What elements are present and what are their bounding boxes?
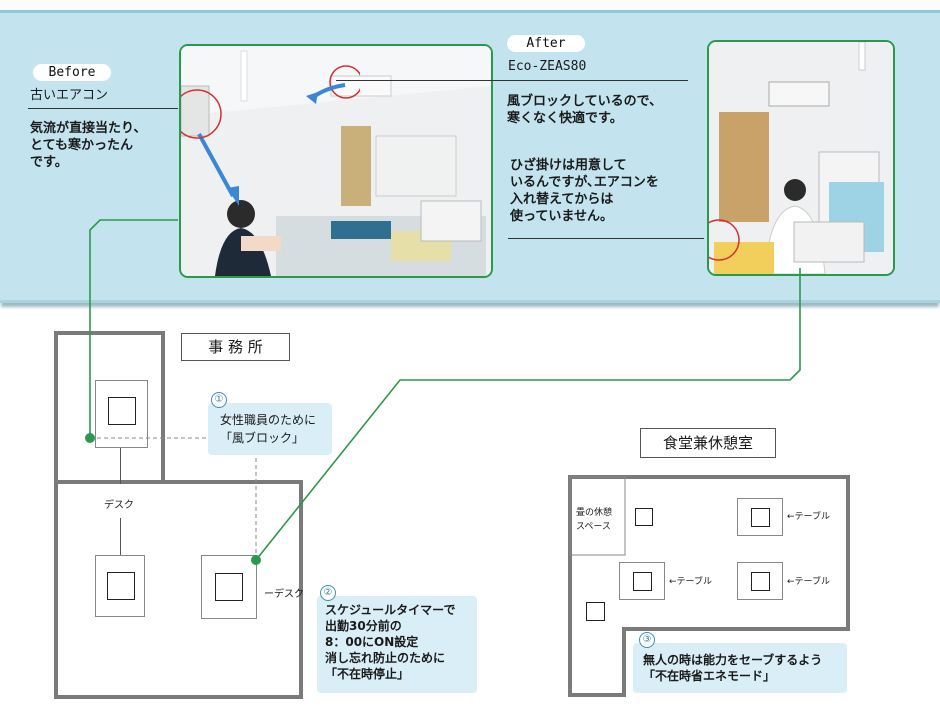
before-label: Before bbox=[33, 64, 111, 81]
after-description-1: 風ブロックしているので、 寒くなく快適です。 bbox=[507, 94, 663, 126]
before-photo-illustration bbox=[181, 46, 491, 276]
cafeteria-title: 食堂兼休憩室 bbox=[640, 428, 776, 458]
cafeteria-ac-unit-2 bbox=[751, 508, 770, 527]
after-divider bbox=[336, 80, 688, 81]
before-description: 気流が直接当たり、 とても寒かったん です。 bbox=[30, 121, 147, 170]
after-photo-illustration bbox=[709, 42, 893, 274]
office-desk-label: デスク bbox=[104, 500, 134, 511]
cafeteria-ac-unit-5 bbox=[586, 602, 605, 621]
note-1-text: 女性職員のために 「風ブロック」 bbox=[220, 413, 317, 445]
office-desk-2 bbox=[95, 555, 145, 617]
table-label-2: ←テーブル bbox=[669, 577, 713, 587]
table-label-1: ←テーブル bbox=[787, 512, 831, 522]
air-conditioner-unit-1 bbox=[108, 397, 136, 425]
cafeteria-table-1 bbox=[737, 498, 783, 536]
after-divider-2 bbox=[508, 238, 704, 239]
note-3: 無人の時は能力をセーブするよう 「不在時省エネモード」 bbox=[633, 643, 847, 693]
note-1: 女性職員のために 「風ブロック」 bbox=[208, 403, 332, 455]
airflow-arrow-icon bbox=[329, 65, 360, 99]
note-2-number: ② bbox=[320, 585, 336, 601]
table-label-3: ←テーブル bbox=[787, 577, 831, 587]
cafeteria-table-3 bbox=[737, 562, 783, 600]
cafeteria-ac-unit-4 bbox=[751, 572, 770, 591]
desk-connector-line bbox=[120, 518, 121, 555]
cafeteria-ac-unit-3 bbox=[633, 572, 652, 591]
office-desk-1 bbox=[95, 380, 148, 448]
office-title: 事 務 所 bbox=[181, 333, 290, 361]
after-subtitle: Eco-ZEAS80 bbox=[508, 59, 587, 74]
desk-connector-line bbox=[120, 448, 121, 484]
after-photo bbox=[707, 40, 895, 276]
after-description-2: ひざ掛けは用意して いるんですが､エアコンを 入れ替えてからは 使っていません。 bbox=[510, 158, 659, 224]
office-desk-label-right: ーデスク bbox=[264, 589, 304, 600]
air-conditioner-unit-2 bbox=[107, 572, 135, 600]
air-conditioner-unit-3 bbox=[215, 573, 243, 601]
after-label: After bbox=[507, 35, 585, 52]
note-3-text: 無人の時は能力をセーブするよう 「不在時省エネモード」 bbox=[643, 653, 823, 683]
note-2: スケジュールタイマーで 出勤30分前の 8：00にON設定 消し忘れ防止のために… bbox=[317, 596, 477, 693]
cafeteria-table-2 bbox=[619, 562, 665, 600]
before-subtitle: 古いエアコン bbox=[30, 88, 109, 103]
office-desk-3 bbox=[201, 555, 257, 619]
before-photo bbox=[179, 44, 493, 278]
note-3-number: ③ bbox=[639, 632, 655, 648]
before-divider bbox=[28, 108, 178, 109]
note-1-number: ① bbox=[211, 392, 227, 408]
rest-space-label: 畳の休憩 スペース bbox=[576, 508, 613, 532]
note-2-text: スケジュールタイマーで 出勤30分前の 8：00にON設定 消し忘れ防止のために… bbox=[325, 603, 456, 681]
cafeteria-ac-unit-1 bbox=[635, 508, 653, 526]
